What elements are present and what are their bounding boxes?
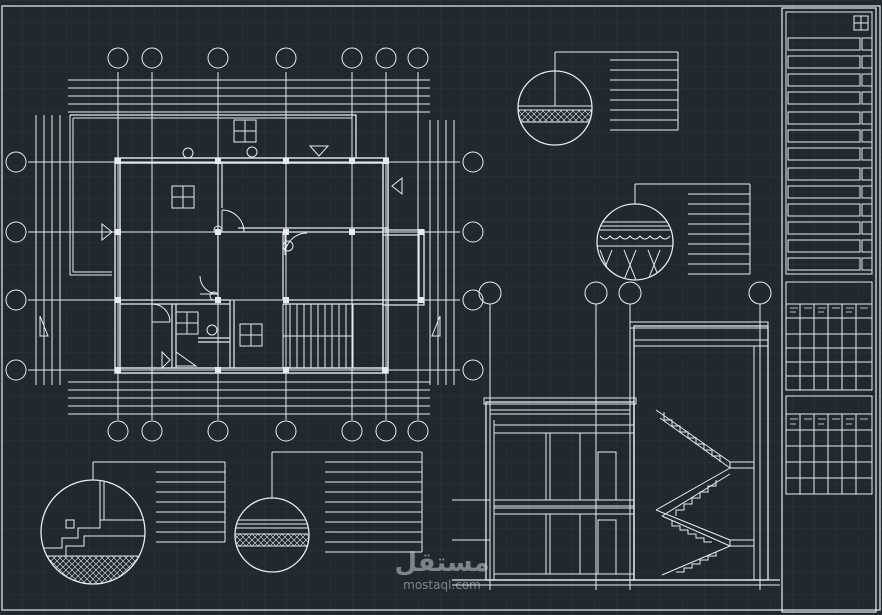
grid-bubble-icon	[207, 420, 229, 442]
title-block	[781, 7, 877, 613]
door-swing-icon	[199, 275, 219, 295]
grid-bubble-icon	[275, 47, 297, 69]
schedule-table	[785, 281, 873, 391]
stair-icon	[282, 303, 354, 369]
watermark: مستقل mostaql.com	[372, 548, 512, 592]
section-arrow-icon	[161, 350, 171, 370]
floor-plan	[5, 47, 484, 442]
grid-bubbles-right	[462, 151, 484, 381]
grid-bubble-icon	[341, 47, 363, 69]
door-swing-icon	[284, 232, 308, 256]
grid-bubble-icon	[5, 151, 27, 173]
grid-bubble-icon	[375, 420, 397, 442]
terrace-outline	[69, 114, 357, 276]
grid-bubble-icon	[5, 359, 27, 381]
window-icon	[233, 119, 257, 143]
columns	[115, 158, 424, 373]
grid-bubble-icon	[407, 420, 429, 442]
window-icon	[175, 311, 199, 335]
building-section	[452, 281, 780, 590]
fixtures	[182, 146, 294, 336]
grid-bubble-icon	[107, 420, 129, 442]
grid-bubbles-bottom	[107, 420, 429, 442]
window-icon	[239, 323, 263, 347]
door-swing-icon	[151, 303, 171, 323]
grid-bubble-icon	[407, 47, 429, 69]
grid-bubble-icon	[375, 47, 397, 69]
grid-bubble-icon	[275, 420, 297, 442]
section-arrow-icon	[39, 315, 49, 337]
dimension-lines-left	[35, 115, 61, 385]
grid-bubble-icon	[341, 420, 363, 442]
grid-bubble-icon	[462, 221, 484, 243]
grid-bubbles-left	[5, 151, 27, 381]
grid-bubble-icon	[141, 420, 163, 442]
section-arrow-icon	[391, 176, 403, 196]
grid-bubbles-top	[107, 47, 429, 69]
watermark-latin: mostaql.com	[403, 578, 481, 592]
watermark-arabic: مستقل	[394, 548, 490, 578]
interior-walls	[120, 163, 388, 368]
dimension-lines-bottom	[68, 381, 430, 415]
sheet-border	[1, 5, 881, 611]
right-wing	[383, 229, 425, 306]
section-arrow-icon	[101, 222, 113, 242]
section-arrow-icon	[175, 351, 198, 367]
schedule-table	[785, 395, 873, 495]
grid-bubble-icon	[5, 289, 27, 311]
detail-callout-icon	[596, 183, 751, 281]
stair-icon	[655, 409, 731, 576]
grid-bubble-icon	[462, 289, 484, 311]
grid-bubble-icon	[462, 151, 484, 173]
exterior-walls	[114, 157, 389, 374]
door-swing-icon	[221, 209, 245, 233]
grid-bubble-icon	[207, 47, 229, 69]
window-icon	[171, 185, 195, 209]
section-arrow-icon	[431, 315, 441, 337]
detail-callout-icon	[234, 451, 423, 573]
dimension-lines-top	[68, 79, 430, 113]
grid-bubble-icon	[5, 221, 27, 243]
section-arrow-icon	[308, 145, 330, 157]
detail-callout-icon	[517, 51, 679, 146]
grid-bubble-icon	[141, 47, 163, 69]
grid-bubble-icon	[107, 47, 129, 69]
grid-bubble-icon	[462, 359, 484, 381]
dimension-lines-right	[429, 120, 455, 385]
